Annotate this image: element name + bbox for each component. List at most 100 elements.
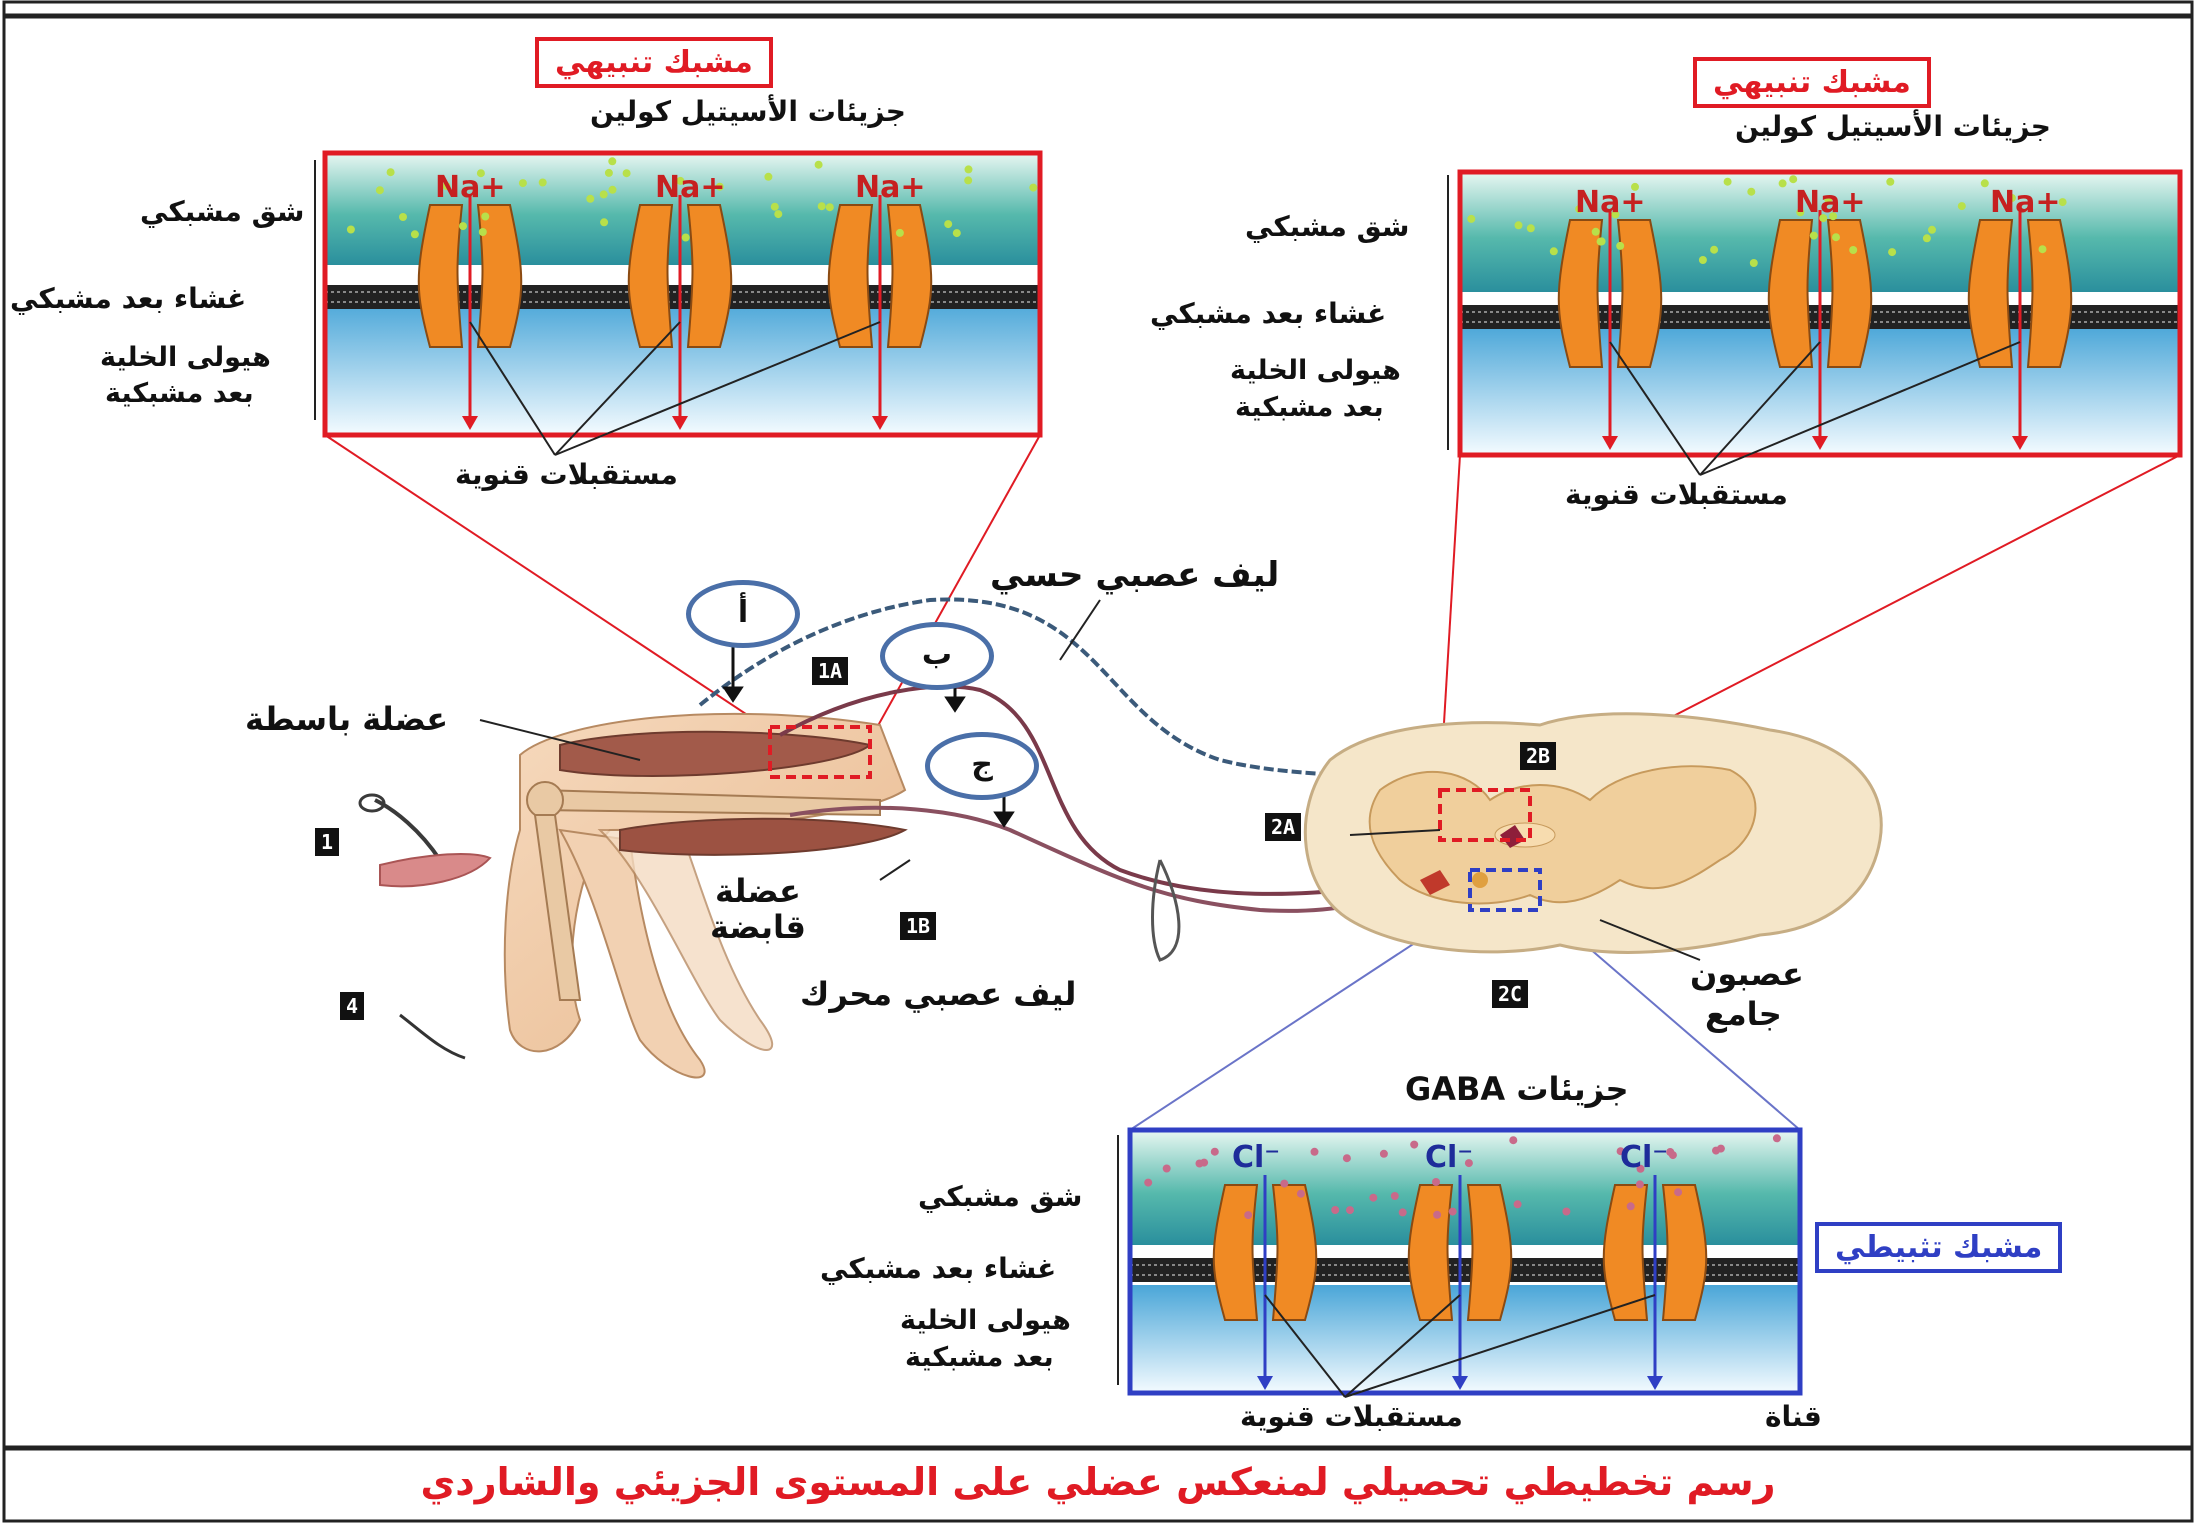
channel-label: قناة xyxy=(1765,1400,1822,1433)
ligand-molecule-bottom xyxy=(1514,1200,1522,1208)
extensor-muscle-label: عضلة باسطة xyxy=(245,700,448,738)
ion-label-right-1: Na+ xyxy=(1575,185,1646,220)
membrane-label-bottom: غشاء بعد مشبكي xyxy=(820,1252,1056,1285)
ion-label-bottom-2: Cl⁻ xyxy=(1425,1140,1473,1175)
tag-1A: 1A xyxy=(812,657,848,685)
ligand-molecule-left xyxy=(479,228,487,236)
interneuron-label-2: جامع xyxy=(1705,995,1782,1033)
ligand-molecule-right xyxy=(1724,178,1732,186)
cytoplasm-label-left-1: هيولى الخلية xyxy=(100,342,271,373)
membrane-label-right: غشاء بعد مشبكي xyxy=(1150,297,1386,330)
ligand-molecule-left xyxy=(539,179,547,187)
ion-label-right-3: Na+ xyxy=(1990,185,2061,220)
tag-2A: 2A xyxy=(1265,813,1301,841)
motor-fiber-label: ليف عصبي محرك xyxy=(800,975,1076,1013)
ligand-molecule-left xyxy=(826,203,834,211)
receptors-label-bottom: مستقبلات قنوية xyxy=(1240,1400,1463,1433)
receptors-label-right: مستقبلات قنوية xyxy=(1565,478,1788,511)
tag-1: 1 xyxy=(315,828,339,856)
ligand-molecule-right xyxy=(1750,259,1758,267)
ligand-molecule-bottom xyxy=(1674,1188,1682,1196)
sensory-fiber-label: ليف عصبي حسي xyxy=(990,555,1279,595)
tag-4: 4 xyxy=(340,992,364,1020)
ligand-molecule-right xyxy=(1710,246,1718,254)
cleft-label-right: شق مشبكي xyxy=(1245,210,1409,243)
ligand-molecule-bottom xyxy=(1163,1165,1171,1173)
ligand-molecule-bottom xyxy=(1346,1206,1354,1214)
ion-label-left-2: Na+ xyxy=(655,170,726,205)
ligand-molecule-left xyxy=(608,157,616,165)
ligand-molecule-bottom xyxy=(1399,1208,1407,1216)
ligand-molecule-left xyxy=(609,186,617,194)
ligand-molecule-left xyxy=(964,176,972,184)
ligand-molecule-bottom xyxy=(1200,1159,1208,1167)
acetylcholine-label-left: جزيئات الأسيتيل كولين xyxy=(590,95,906,128)
ligand-molecule-left xyxy=(944,220,952,228)
ligand-molecule-left xyxy=(965,165,973,173)
ligand-molecule-bottom xyxy=(1432,1178,1440,1186)
ion-label-left-3: Na+ xyxy=(855,170,926,205)
ion-label-bottom-1: Cl⁻ xyxy=(1232,1140,1280,1175)
ligand-molecule-bottom xyxy=(1509,1136,1517,1144)
ligand-molecule-right xyxy=(1923,234,1931,242)
ligand-molecule-right xyxy=(1699,256,1707,264)
ligand-molecule-left xyxy=(600,190,608,198)
ligand-molecule-left xyxy=(623,169,631,177)
ligand-molecule-left xyxy=(818,202,826,210)
ligand-molecule-left xyxy=(387,168,395,176)
ligand-molecule-bottom xyxy=(1433,1211,1441,1219)
flexor-muscle-label-1: عضلة xyxy=(715,872,801,910)
tag-1B: 1B xyxy=(900,912,936,940)
excitatory-synapse-title-left: مشبك تنبيهي xyxy=(535,37,773,88)
ligand-molecule-left xyxy=(376,186,384,194)
limb-drawing xyxy=(360,714,905,1078)
ligand-molecule-right xyxy=(1747,188,1755,196)
ligand-molecule-right xyxy=(1527,224,1535,232)
ligand-molecule-right xyxy=(1789,175,1797,183)
receptors-label-left: مستقبلات قنوية xyxy=(455,458,678,491)
ligand-molecule-bottom xyxy=(1380,1150,1388,1158)
cytoplasm-label-bottom-1: هيولى الخلية xyxy=(900,1305,1071,1336)
ion-label-right-2: Na+ xyxy=(1795,185,1866,220)
cleft-label-bottom: شق مشبكي xyxy=(918,1180,1082,1213)
ion-label-bottom-3: Cl⁻ xyxy=(1620,1140,1668,1175)
ligand-molecule-left xyxy=(459,222,467,230)
ligand-molecule-bottom xyxy=(1562,1208,1570,1216)
diagram-caption: رسم تخطيطي تحصيلي لمنعكس عضلي على المستو… xyxy=(0,1460,2196,1504)
cytoplasm-label-left-2: بعد مشبكية xyxy=(105,378,254,409)
ligand-molecule-left xyxy=(1029,184,1037,192)
ligand-molecule-right xyxy=(1958,202,1966,210)
ligand-molecule-right xyxy=(1597,238,1605,246)
ligand-molecule-left xyxy=(519,179,527,187)
cytoplasm-label-bottom-2: بعد مشبكية xyxy=(905,1342,1054,1373)
gaba-label: جزيئات GABA xyxy=(1405,1070,1629,1108)
ligand-molecule-left xyxy=(605,169,613,177)
membrane-label-left: غشاء بعد مشبكي xyxy=(10,282,246,315)
ligand-molecule-right xyxy=(1779,179,1787,187)
cytoplasm-label-right-2: بعد مشبكية xyxy=(1235,392,1384,423)
ligand-molecule-right xyxy=(1616,242,1624,250)
tag-2B: 2B xyxy=(1520,742,1556,770)
ligand-molecule-bottom xyxy=(1211,1148,1219,1156)
ligand-molecule-right xyxy=(1981,179,1989,187)
marker-circle-c: ج xyxy=(925,732,1039,800)
ligand-molecule-bottom xyxy=(1636,1180,1644,1188)
ion-label-left-1: Na+ xyxy=(435,170,506,205)
ligand-molecule-right xyxy=(1467,215,1475,223)
ligand-molecule-right xyxy=(1832,233,1840,241)
tag-2C: 2C xyxy=(1492,980,1528,1008)
ligand-molecule-left xyxy=(586,195,594,203)
ligand-molecule-bottom xyxy=(1410,1141,1418,1149)
ligand-molecule-right xyxy=(1550,247,1558,255)
ligand-molecule-left xyxy=(953,229,961,237)
ligand-molecule-right xyxy=(2039,245,2047,253)
marker-circle-a: أ xyxy=(686,580,800,648)
ligand-molecule-bottom xyxy=(1449,1208,1457,1216)
ligand-molecule-right xyxy=(1928,226,1936,234)
ligand-molecule-right xyxy=(1515,221,1523,229)
flexor-muscle-label-2: قابضة xyxy=(710,908,806,946)
ligand-molecule-bottom xyxy=(1343,1154,1351,1162)
ligand-molecule-bottom xyxy=(1297,1190,1305,1198)
ligand-molecule-left xyxy=(411,230,419,238)
